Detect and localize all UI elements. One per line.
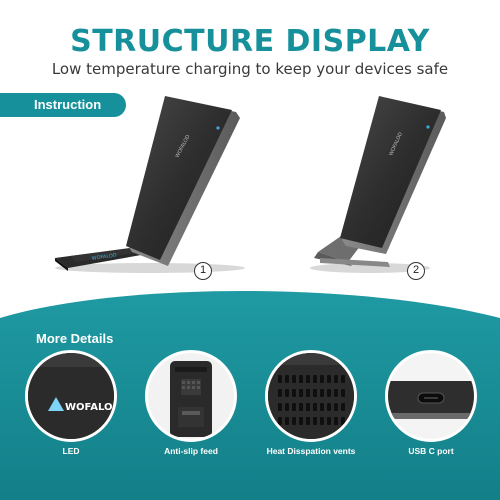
usb-c-port-icon: [388, 353, 474, 439]
detail-anti-slip: [145, 350, 237, 442]
teal-panel: [0, 291, 500, 500]
step-number-2: 2: [407, 262, 425, 280]
page-subtitle: Low temperature charging to keep your de…: [51, 60, 449, 78]
detail-label-anti-slip: Anti-slip feed: [164, 446, 218, 456]
led-logo-icon: WOFALOD: [28, 353, 114, 439]
svg-text:WOFALOD: WOFALOD: [91, 253, 117, 262]
heat-vents-icon: [268, 353, 354, 439]
detail-label-usb-c: USB C port: [408, 446, 454, 456]
page-title: STRUCTURE DISPLAY: [70, 24, 430, 59]
step-number-1: 1: [194, 262, 212, 280]
anti-slip-feet-icon: [148, 353, 234, 439]
detail-label-led: LED: [62, 446, 80, 456]
detail-led: WOFALOD: [25, 350, 117, 442]
more-details-heading: More Details: [36, 331, 114, 346]
instruction-label: Instruction: [34, 97, 102, 112]
detail-heat-vents: [265, 350, 357, 442]
led-logo-text: WOFALOD: [65, 402, 114, 413]
instruction-badge: Instruction: [0, 93, 126, 117]
detail-label-heat-vents: Heat Disspation vents: [266, 446, 356, 456]
device-step-1: WOFALOD WOFALOD: [55, 96, 245, 273]
detail-usb-c: [385, 350, 477, 442]
device-step-2: WOFALOD: [310, 96, 446, 273]
